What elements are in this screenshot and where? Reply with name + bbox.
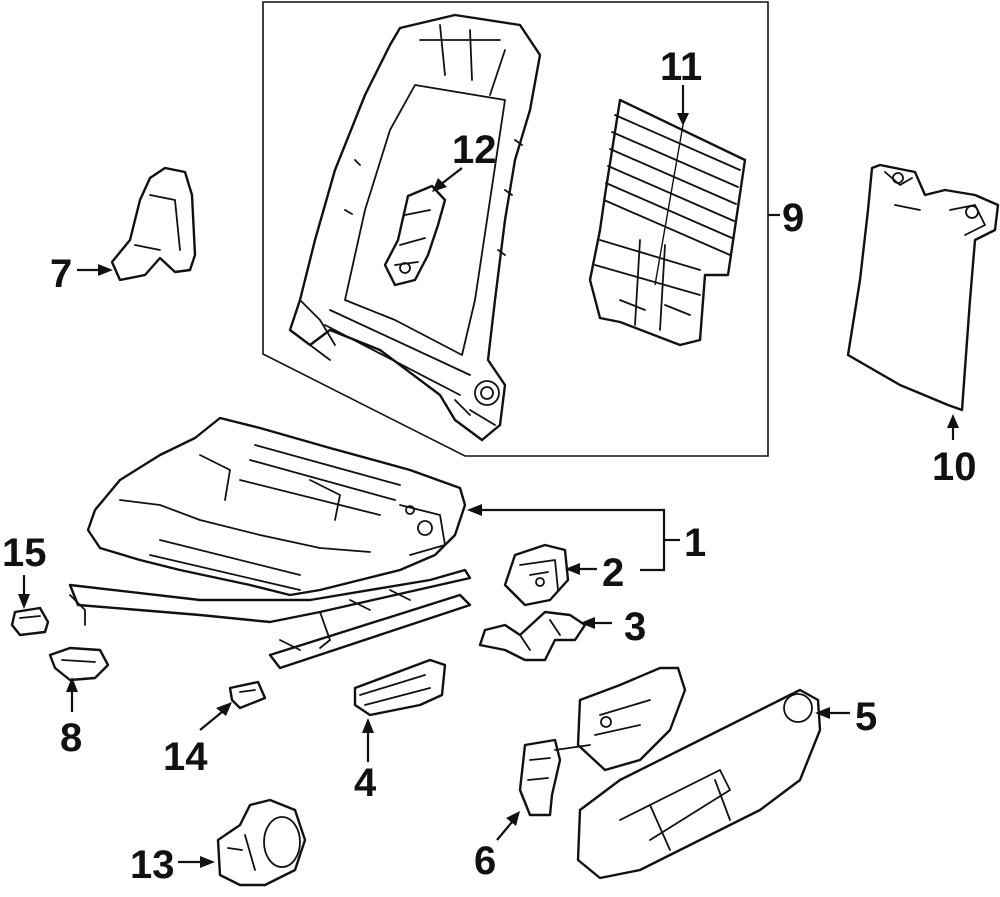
leader-12	[439, 167, 463, 186]
lumbar-mechanism	[383, 184, 447, 287]
arrow-4	[362, 718, 374, 733]
callout-3: 3	[624, 605, 646, 649]
cover-4	[353, 658, 447, 717]
arrow-1	[467, 504, 482, 516]
arrow-6	[506, 811, 520, 826]
side-shield-5	[576, 688, 822, 880]
callout-9: 9	[782, 196, 804, 240]
callout-13: 13	[130, 843, 175, 887]
arrow-11	[677, 113, 689, 126]
arrow-8	[66, 677, 78, 692]
leader-11-tail	[654, 124, 684, 286]
callout-15: 15	[2, 531, 47, 575]
callout-7: 7	[50, 252, 72, 296]
callout-10: 10	[932, 445, 977, 489]
arrow-13	[200, 856, 215, 868]
arrow-5	[815, 707, 830, 719]
arrow-7	[98, 264, 113, 276]
arrow-10	[947, 414, 959, 428]
clip-15	[10, 606, 50, 637]
callout-6: 6	[474, 839, 496, 883]
arrow-2	[565, 563, 580, 575]
callout-12: 12	[452, 128, 497, 172]
bracket-3	[478, 610, 587, 662]
leader-14	[199, 711, 223, 731]
back-board-panel	[846, 163, 1000, 412]
arrow-12	[432, 178, 447, 192]
seat-tracks	[68, 568, 472, 670]
seat-back-group-frame	[262, 1, 769, 457]
inner-shield-6	[518, 666, 687, 817]
callout-5: 5	[855, 695, 877, 739]
lumbar-support-mat	[588, 98, 747, 347]
callout-11: 11	[660, 45, 702, 89]
bracket-2	[503, 543, 570, 607]
arrow-14	[216, 702, 232, 716]
arrow-15	[18, 594, 30, 609]
callout-8: 8	[60, 716, 82, 760]
leader-6	[496, 821, 513, 841]
callout-2: 2	[602, 551, 624, 595]
callout-4: 4	[354, 761, 377, 805]
side-trim-7	[110, 166, 197, 282]
callout-14: 14	[163, 735, 208, 779]
connector-14	[228, 680, 267, 710]
callout-1: 1	[684, 521, 706, 565]
seat-cushion-frame	[86, 416, 467, 597]
adjuster-13	[216, 798, 307, 887]
arrow-3	[580, 617, 595, 629]
clip-8	[48, 646, 110, 682]
